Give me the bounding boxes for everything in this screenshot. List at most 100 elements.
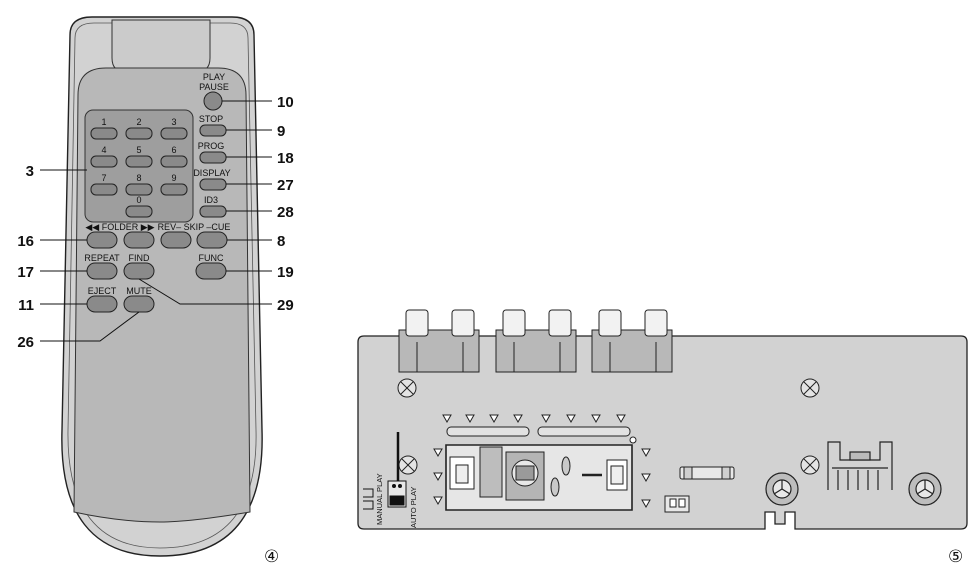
callout-folder: 16	[17, 233, 34, 250]
eject-label: EJECT	[88, 286, 117, 296]
repeat-label: REPEAT	[84, 253, 120, 263]
marker-icon	[591, 414, 601, 424]
marker-icon	[641, 499, 651, 509]
skip-label: REV– SKIP –CUE	[158, 222, 231, 232]
digit-label: 4	[101, 145, 106, 155]
callout-lines	[40, 100, 272, 342]
marker-icon	[513, 414, 523, 424]
folder-up-button[interactable]	[123, 231, 155, 249]
marker-icon	[442, 414, 452, 424]
func-button[interactable]	[195, 262, 227, 280]
digit-label: 3	[171, 117, 176, 127]
stop-label: STOP	[199, 114, 223, 124]
digit-label: 7	[101, 173, 106, 183]
id3-label: ID3	[204, 195, 218, 205]
digit-button-8[interactable]	[125, 183, 153, 196]
rca-jacks	[398, 309, 673, 373]
manual-play-label: MANUAL PLAY	[375, 473, 384, 525]
panel-screws	[397, 378, 820, 475]
digit-label: 6	[171, 145, 176, 155]
digit-button-2[interactable]	[125, 127, 153, 140]
find-label: FIND	[129, 253, 150, 263]
id3-button[interactable]	[199, 205, 227, 218]
marker-icon	[433, 496, 443, 506]
display-button[interactable]	[199, 178, 227, 191]
play-pause-button[interactable]	[203, 91, 223, 111]
fuse	[664, 466, 735, 513]
marker-icon	[541, 414, 551, 424]
find-button[interactable]	[123, 262, 155, 280]
eject-button[interactable]	[86, 295, 118, 313]
jack-housing	[591, 329, 673, 373]
figure-number-5: ⑤	[948, 547, 963, 567]
callout-skip: 8	[277, 233, 285, 250]
prog-button[interactable]	[199, 151, 227, 164]
digit-button-9[interactable]	[160, 183, 188, 196]
callout-repeat: 17	[17, 264, 34, 281]
folder-down-button[interactable]	[86, 231, 118, 249]
marker-icon	[641, 448, 651, 458]
circuit-board	[445, 426, 637, 511]
digit-button-4[interactable]	[90, 155, 118, 168]
callout-mute: 26	[17, 334, 34, 351]
play-pause-label-2: PAUSE	[199, 82, 229, 92]
skip-rev-button[interactable]	[160, 231, 192, 249]
callout-numbers: 10 9 18 27 28 8 19 29 3 16 17 11 26	[17, 94, 293, 351]
figure-number-4: ④	[264, 547, 279, 567]
digit-label: 0	[136, 195, 141, 205]
marker-icon	[489, 414, 499, 424]
digit-button-3[interactable]	[160, 127, 188, 140]
callout-func: 19	[277, 264, 294, 281]
marker-icon	[616, 414, 626, 424]
auto-play-label: AUTO PLAY	[409, 487, 418, 528]
prog-label: PROG	[198, 141, 225, 151]
callout-stop: 9	[277, 123, 285, 140]
mute-button[interactable]	[123, 295, 155, 313]
digit-label: 5	[136, 145, 141, 155]
digit-label: 9	[171, 173, 176, 183]
marker-icon	[641, 473, 651, 483]
display-label: DISPLAY	[193, 168, 230, 178]
digit-button-0[interactable]	[125, 205, 153, 218]
skip-cue-button[interactable]	[196, 231, 228, 249]
repeat-button[interactable]	[86, 262, 118, 280]
rca-jack-icon[interactable]	[644, 309, 668, 337]
marker-icon	[566, 414, 576, 424]
marker-icon	[433, 472, 443, 482]
terminal-markers	[433, 414, 651, 509]
digit-button-6[interactable]	[160, 155, 188, 168]
callout-keypad: 3	[26, 163, 34, 180]
func-label: FUNC	[199, 253, 224, 263]
callout-find: 29	[277, 297, 294, 314]
digit-button-5[interactable]	[125, 155, 153, 168]
callout-display: 27	[277, 177, 294, 194]
rca-jack-icon[interactable]	[451, 309, 475, 337]
heat-sink	[827, 441, 893, 490]
rca-jack-icon[interactable]	[598, 309, 622, 337]
play-pause-label: PLAY	[203, 72, 225, 82]
marker-icon	[433, 448, 443, 458]
folder-label: ◀◀ FOLDER ▶▶	[85, 222, 154, 232]
fuse-icon	[679, 466, 735, 480]
stop-button[interactable]	[199, 124, 227, 137]
jack-housing	[398, 329, 480, 373]
digit-button-1[interactable]	[90, 127, 118, 140]
play-mode-jumper	[363, 432, 407, 510]
rca-jack-icon[interactable]	[405, 309, 429, 337]
callout-play-pause: 10	[277, 94, 294, 111]
marker-icon	[465, 414, 475, 424]
mount-screws	[765, 472, 942, 506]
digit-label: 8	[136, 173, 141, 183]
rca-jack-icon[interactable]	[502, 309, 526, 337]
digit-button-7[interactable]	[90, 183, 118, 196]
callout-prog: 18	[277, 150, 294, 167]
rca-jack-icon[interactable]	[548, 309, 572, 337]
digit-label: 1	[101, 117, 106, 127]
callout-eject: 11	[18, 297, 34, 314]
jack-housing	[495, 329, 577, 373]
mute-label: MUTE	[126, 286, 152, 296]
